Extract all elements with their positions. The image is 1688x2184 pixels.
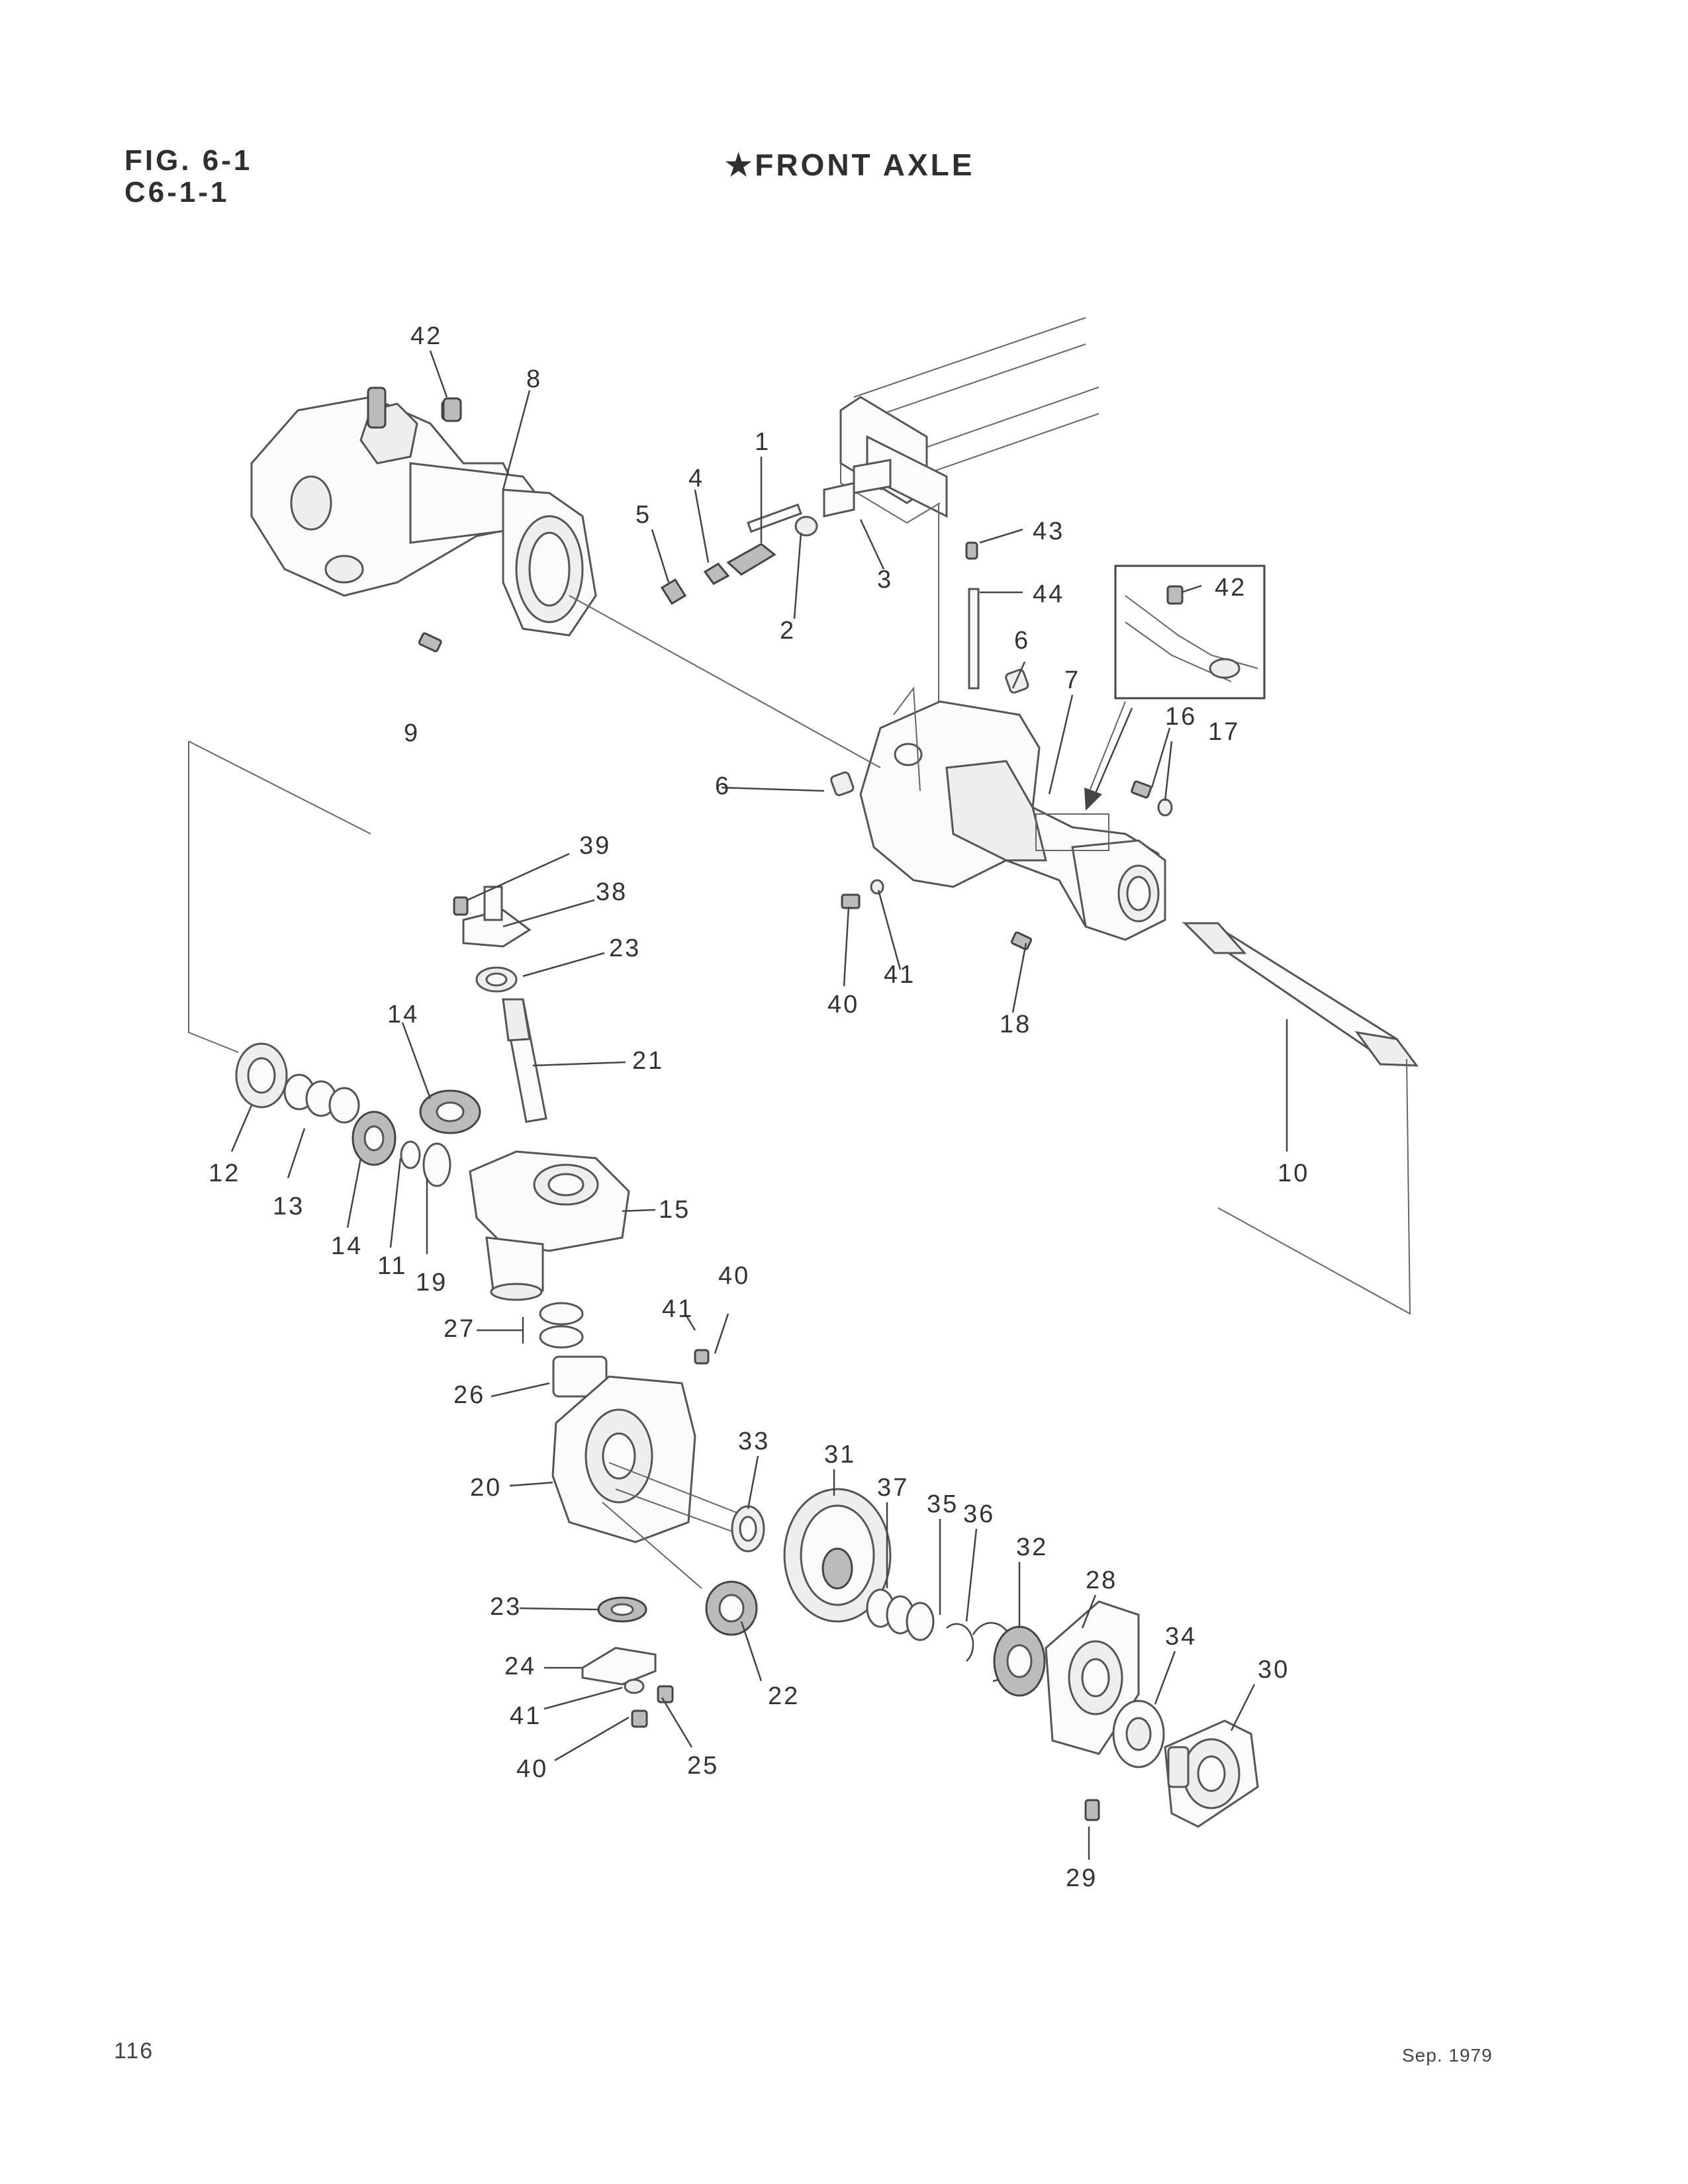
callout-13: 13 [273, 1193, 305, 1220]
callout-32: 32 [1016, 1533, 1048, 1561]
inset-detail-box [1114, 565, 1266, 700]
kingpin-assembly [453, 886, 547, 1123]
callout-1: 1 [755, 428, 771, 456]
callout-17: 17 [1208, 718, 1240, 746]
callout-15: 15 [659, 1196, 690, 1224]
callout-28: 28 [1086, 1567, 1117, 1594]
axle-shaft [1182, 922, 1419, 1067]
callout-39: 39 [579, 832, 611, 860]
lower-knuckle [539, 1302, 765, 1728]
callout-14a: 14 [387, 1001, 419, 1028]
callout-6b: 6 [715, 772, 731, 800]
callout-20: 20 [470, 1474, 502, 1502]
callout-29: 29 [1066, 1864, 1098, 1892]
knuckle-case [469, 1150, 630, 1301]
callout-leaders [230, 350, 1288, 1860]
callout-27: 27 [444, 1315, 475, 1343]
callout-40c: 40 [516, 1755, 548, 1783]
callout-26: 26 [453, 1381, 485, 1409]
frame-rail [839, 317, 1100, 702]
callout-40a: 40 [827, 991, 859, 1019]
ring-gear-set [783, 1488, 1046, 1697]
callout-30: 30 [1258, 1656, 1289, 1684]
callout-8: 8 [526, 365, 542, 393]
callout-4: 4 [688, 465, 704, 492]
callout-18: 18 [1000, 1011, 1031, 1038]
page-number: 116 [114, 2038, 154, 2064]
callout-25: 25 [687, 1752, 719, 1780]
callout-42a: 42 [410, 322, 442, 350]
front-axle-housing [859, 700, 1166, 941]
callout-43: 43 [1033, 518, 1064, 545]
callout-41b: 41 [662, 1295, 694, 1323]
front-gear-case [250, 387, 597, 637]
callout-23b: 23 [490, 1593, 522, 1621]
callout-34: 34 [1165, 1623, 1197, 1651]
callout-10: 10 [1278, 1160, 1309, 1187]
callout-40b: 40 [718, 1262, 750, 1290]
callout-11: 11 [377, 1252, 407, 1280]
callout-14b: 14 [331, 1232, 363, 1260]
callout-16: 16 [1165, 703, 1197, 731]
callout-23a: 23 [609, 934, 641, 962]
callout-42b: 42 [1215, 574, 1246, 602]
callout-33: 33 [738, 1428, 770, 1455]
callout-5: 5 [635, 501, 651, 529]
callout-12: 12 [209, 1160, 240, 1187]
callout-7: 7 [1064, 666, 1080, 694]
callout-9: 9 [404, 719, 420, 747]
figure-number: FIG. 6-1 [124, 144, 253, 177]
callout-35: 35 [927, 1490, 959, 1518]
callout-44: 44 [1033, 580, 1064, 608]
callout-2: 2 [780, 617, 796, 645]
callout-6a: 6 [1014, 627, 1030, 655]
publication-date: Sep. 1979 [1402, 2045, 1493, 2066]
callout-19: 19 [416, 1269, 447, 1297]
callout-24: 24 [504, 1653, 536, 1680]
callout-41c: 41 [510, 1702, 541, 1730]
callout-37: 37 [877, 1474, 909, 1502]
callout-41a: 41 [884, 961, 915, 989]
callout-3: 3 [877, 566, 893, 594]
callout-31: 31 [824, 1441, 856, 1469]
callout-22: 22 [768, 1682, 800, 1710]
callout-38: 38 [596, 878, 628, 906]
hub-assembly [1045, 1600, 1259, 1828]
page-title: ★FRONT AXLE [725, 148, 975, 182]
callout-numbers: 1 2 3 4 5 6 6 7 8 9 10 11 12 13 14 14 15… [209, 322, 1309, 1892]
small-hardware-top [418, 397, 1173, 950]
left-bearings [235, 1042, 481, 1187]
callout-21: 21 [632, 1047, 664, 1075]
arrow-indicator [1084, 707, 1133, 811]
figure-code: C6-1-1 [124, 176, 230, 208]
leader-lines [188, 595, 1411, 1315]
callout-36: 36 [963, 1500, 995, 1528]
